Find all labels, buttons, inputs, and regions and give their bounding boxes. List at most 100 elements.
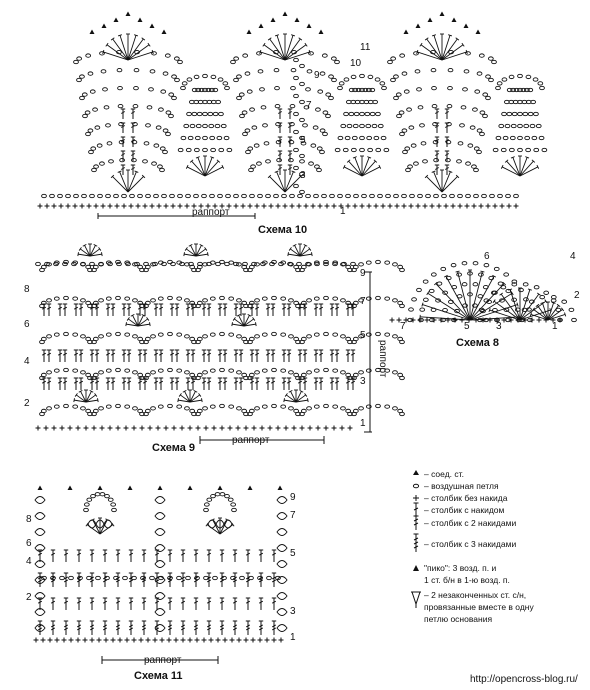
chain-stitch: [233, 56, 239, 61]
chain-stitch: [202, 406, 208, 411]
chain-stitch: [517, 87, 523, 93]
slip-stitch: [277, 485, 283, 490]
chain-stitch: [345, 193, 351, 199]
single-crochet: [536, 317, 542, 323]
tall-stitch: [130, 164, 136, 175]
chain-stitch: [482, 113, 488, 119]
single-crochet: [170, 203, 176, 209]
svg-text:– столбик с 2 накидами: – столбик с 2 накидами: [424, 518, 516, 528]
chain-stitch: [248, 336, 255, 342]
chain-stitch: [416, 87, 422, 92]
chain-stitch: [83, 507, 89, 513]
slip-stitch: [127, 485, 133, 490]
single-crochet: [51, 425, 57, 431]
row-number: 3: [360, 376, 366, 387]
tall-stitch: [297, 303, 303, 316]
tall-stitch: [50, 597, 56, 610]
chain-stitch: [189, 123, 196, 129]
tall-stitch: [258, 549, 264, 562]
chain-stitch: [510, 123, 517, 129]
chain-stitch: [491, 59, 497, 65]
chain-stitch: [144, 408, 151, 414]
chain-stitch: [314, 164, 320, 169]
tall-stitch: [180, 572, 186, 587]
chain-stitch: [89, 193, 95, 199]
chain-stitch: [261, 296, 268, 301]
row-number: 11: [360, 42, 371, 53]
chain-stitch: [228, 332, 235, 337]
chain-stitch: [399, 339, 405, 345]
chain-stitch: [539, 295, 546, 300]
chain-stitch: [489, 193, 495, 199]
tall-stitch: [120, 108, 126, 119]
single-crochet: [401, 203, 407, 209]
fan-stitch: [276, 35, 286, 61]
scheme-10-repeat-label: раппорт: [192, 207, 230, 218]
slip-stitch: [415, 23, 421, 28]
chain-stitch: [488, 275, 495, 281]
tall-stitch: [350, 377, 356, 390]
single-crochet: [79, 203, 85, 209]
fan-stitch: [190, 245, 197, 257]
chain-stitch: [159, 146, 166, 151]
single-crochet: [394, 203, 400, 209]
single-crochet: [142, 203, 148, 209]
chain-stitch: [323, 259, 329, 265]
fan-stitch: [178, 399, 191, 403]
chain-stitch: [89, 261, 95, 267]
chain-stitch: [83, 502, 90, 507]
chain-stitch: [517, 123, 523, 129]
fan-stitch: [204, 166, 224, 177]
single-crochet: [100, 203, 106, 209]
chain-stitch: [273, 68, 280, 73]
chain-stitch: [450, 263, 457, 268]
single-crochet: [61, 637, 67, 643]
tall-stitch: [63, 620, 69, 635]
chain-stitch: [405, 167, 411, 173]
chain-stitch: [247, 146, 254, 151]
chain-stitch: [293, 183, 299, 189]
chain-stitch: [224, 493, 230, 499]
slip-stitch: [137, 17, 143, 22]
chain-stitch: [313, 193, 319, 199]
chain-stitch: [176, 332, 183, 337]
chain-stitch: [193, 193, 199, 199]
single-crochet: [282, 203, 288, 209]
chain-stitch: [417, 105, 424, 110]
tall-stitch: [73, 303, 79, 316]
fan-stitch: [361, 166, 381, 177]
chain-stitch: [202, 334, 208, 339]
single-crochet: [58, 203, 64, 209]
single-crochet: [51, 203, 57, 209]
chain-stitch: [341, 261, 347, 267]
single-crochet: [499, 203, 505, 209]
single-crochet: [44, 203, 50, 209]
fan-stitch: [533, 309, 549, 321]
single-crochet: [508, 317, 514, 323]
chain-stitch: [210, 147, 216, 153]
chain-stitch: [194, 575, 200, 581]
single-crochet: [389, 317, 395, 323]
chain-stitch: [139, 267, 145, 273]
slip-stitch: [294, 17, 300, 22]
chain-stitch: [367, 147, 373, 153]
chain-stitch: [410, 143, 417, 148]
single-crochet: [219, 203, 225, 209]
chain-stitch: [306, 69, 313, 74]
chain-stitch: [299, 171, 305, 177]
chain-stitch: [63, 259, 69, 265]
chain-stitch: [305, 193, 311, 199]
chain-stitch: [313, 296, 320, 301]
tall-stitch: [434, 150, 440, 161]
chain-stitch: [392, 298, 398, 303]
scheme-10-diagram: [37, 11, 548, 209]
chain-stitch: [72, 332, 79, 337]
svg-text:"пико": 3 возд. п. и: "пико": 3 возд. п. и: [424, 563, 497, 573]
tall-stitch: [158, 377, 164, 390]
chain-stitch: [184, 406, 190, 411]
tall-stitch: [434, 108, 440, 119]
chain-stitch: [504, 123, 511, 129]
chain-stitch: [278, 261, 284, 267]
scheme-10-row-numbers: 1 3 5 7 9 10 11: [300, 42, 371, 217]
